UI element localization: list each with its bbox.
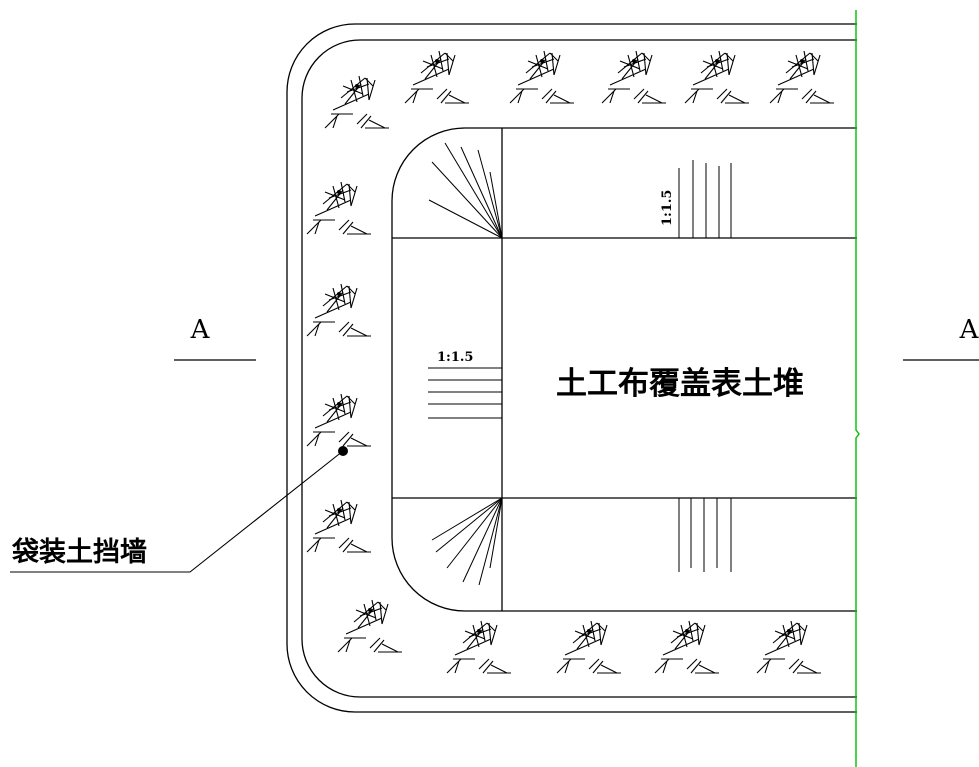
veg-symbol [509,50,575,104]
veg-symbol [556,620,622,674]
wall-callout: 袋装土挡墙 [10,446,348,573]
veg-symbol [601,50,667,104]
slope-hachure-top [678,160,732,238]
veg-symbol [404,50,470,104]
veg-symbol [306,393,372,447]
section-mark-left-label: A [190,315,211,345]
callout-leader [10,450,344,573]
veg-symbol [306,499,372,553]
retaining-wall-outline [286,23,857,713]
veg-symbol [684,50,750,104]
veg-symbol [306,181,372,235]
soil-pile-outline [391,127,857,612]
section-mark-right: A [903,315,979,361]
veg-symbol [446,620,512,674]
soil-pile-label: 土工布覆盖表土堆 [556,366,804,402]
slope-ratio-top-label: 1:1.5 [660,190,675,226]
callout-label: 袋装土挡墙 [11,537,147,568]
veg-symbol [337,599,403,653]
boundary-line [855,10,860,767]
vegetation-symbols [306,50,835,674]
slope-hachure-left [428,367,502,419]
slope-ratio-left-label: 1:1.5 [437,350,473,365]
slope-fan-top-left [428,142,503,239]
section-mark-left: A [174,315,256,361]
section-mark-right-label: A [959,315,979,345]
veg-symbol [324,75,390,129]
veg-symbol [654,620,720,674]
veg-symbol [306,283,372,337]
slope-fan-bottom-left [431,497,503,586]
veg-symbol [769,50,835,104]
veg-symbol [756,620,822,674]
slope-hachure-bottom [678,498,732,572]
